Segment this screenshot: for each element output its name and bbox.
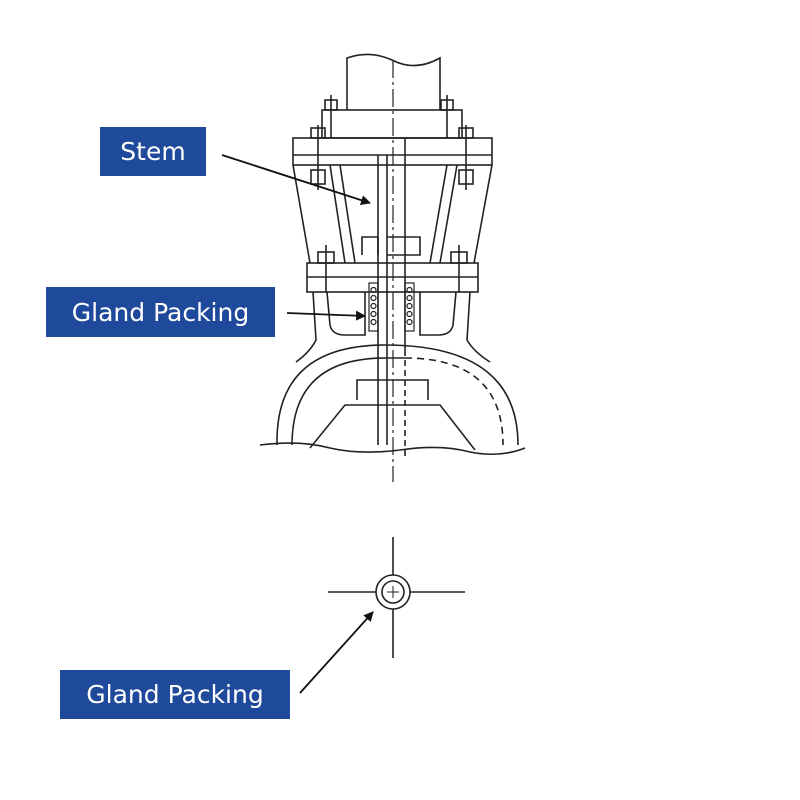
- gland-packing-side-arrow: [286, 310, 366, 321]
- gland-packing-top-arrow: [299, 611, 374, 694]
- stem-arrow: [221, 154, 371, 205]
- actuator-column: [346, 53, 441, 110]
- gland: [361, 236, 421, 256]
- gland-packing-rings: [368, 282, 415, 332]
- stem-label: Stem: [100, 127, 206, 176]
- top-plate: [321, 109, 463, 139]
- bolts: [310, 95, 474, 292]
- valve-body: [276, 344, 519, 446]
- stem-top-view: [328, 537, 465, 658]
- body-break-line: [259, 442, 526, 456]
- bonnet-neck: [295, 291, 491, 363]
- gland-packing-top-label: Gland Packing: [60, 670, 290, 719]
- yoke-legs: [292, 164, 493, 264]
- leader-arrows: [221, 154, 374, 694]
- gland-packing-side-label: Gland Packing: [46, 287, 275, 337]
